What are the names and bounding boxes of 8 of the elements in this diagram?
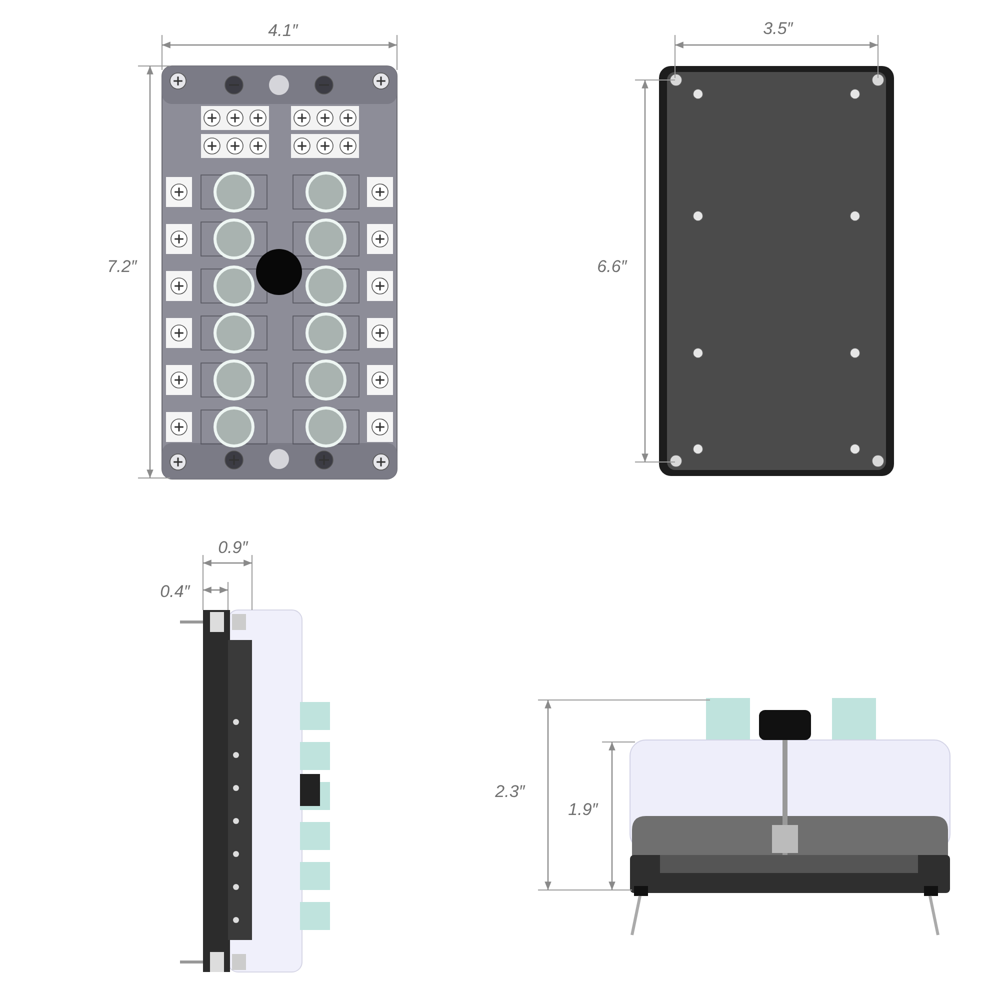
dimension-label: 3.5″	[763, 19, 793, 39]
dimension-label: 0.9″	[218, 538, 248, 558]
dimension-label: 7.2″	[107, 257, 137, 277]
dimension-label: 2.3″	[495, 782, 525, 802]
dimension-label: 0.4″	[160, 582, 190, 602]
dimension-label: 6.6″	[597, 257, 627, 277]
dimension-label: 1.9″	[568, 800, 598, 820]
dimension-label: 4.1″	[268, 21, 298, 41]
